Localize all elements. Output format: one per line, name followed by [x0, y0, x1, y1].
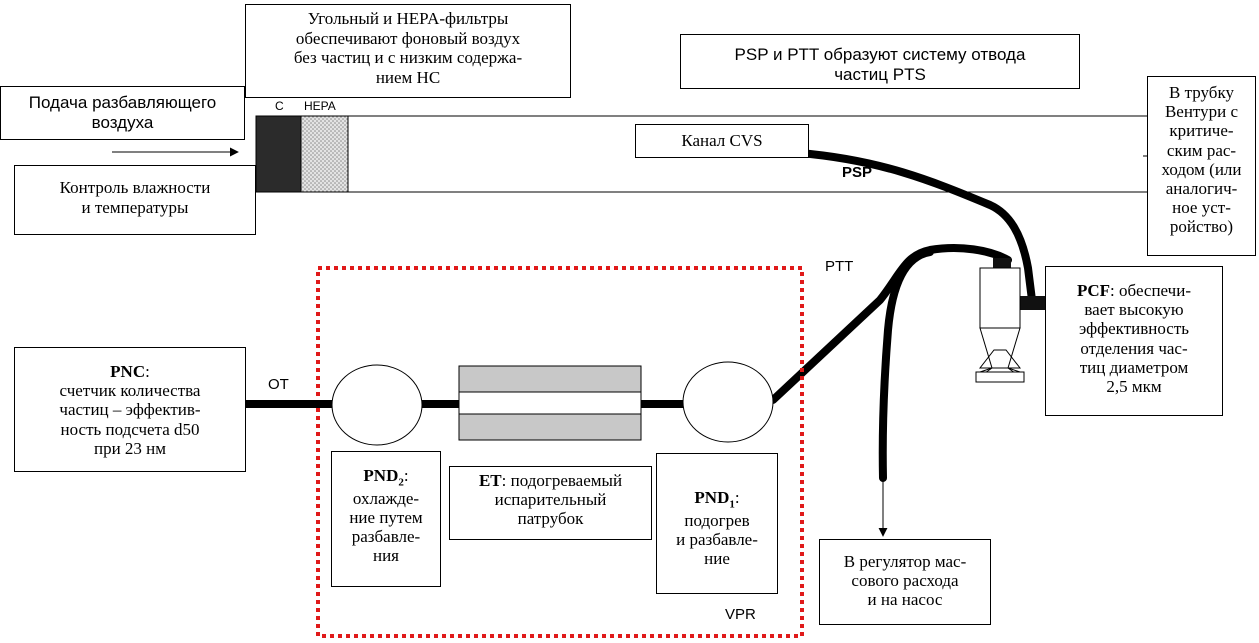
venturi-line: ное уст- [1172, 198, 1231, 218]
pcf-line: : обеспечи- [1110, 281, 1191, 300]
et-tube-middle [458, 391, 642, 415]
ptt-label: PTT [825, 258, 854, 275]
dilution-air-label: Подача разбавляющего воздуха [0, 86, 245, 140]
pcf-line: вает высокую [1084, 300, 1184, 320]
regulator-line: и на насос [867, 590, 943, 610]
pnd1-name: PND [694, 488, 730, 507]
vpr-label: VPR [725, 606, 756, 623]
pnd1-label: PND1: подогрев и разбавле- ние [656, 453, 778, 594]
carbon-filter-label: C [275, 99, 284, 113]
pnd2-line: : [403, 466, 409, 485]
regulator-pipe [878, 248, 934, 482]
venturi-line: ходом (или [1161, 159, 1242, 179]
pnd2-subscript: 2 [398, 476, 404, 489]
pts-note-line: частиц PTS [834, 64, 926, 84]
pnd1-line: и разбавле- [676, 529, 758, 549]
filters-note-line: нием HC [375, 67, 441, 87]
pnd2-label: PND2: охлажде- ние путем разбавле- ния [331, 451, 441, 587]
pnd1-line: : [734, 488, 740, 507]
pnd2-line: разбавле- [351, 526, 421, 546]
pcf-cyclone [975, 258, 1050, 383]
et-name: ET [478, 471, 502, 490]
filters-note-line: обеспечивают фоновый воздух [295, 28, 521, 48]
pnc-line: при 23 нм [93, 438, 167, 458]
et-tube-top [458, 365, 642, 393]
carbon-filter [255, 115, 302, 193]
hepa-filter-label: HEPA [304, 99, 336, 113]
filters-note-line: без частиц и с низким содержа- [293, 48, 523, 68]
venturi-line: ройство) [1169, 217, 1234, 237]
pnc-name: PNC [110, 362, 146, 381]
regulator-label: В регулятор мас- сового расхода и на нас… [819, 539, 991, 625]
venturi-line: В трубку [1169, 83, 1234, 102]
pnd2-line: ния [372, 545, 399, 565]
venturi-line: критиче- [1169, 121, 1234, 141]
et-label: ET: подогреваемый испарительный патрубок [449, 466, 652, 540]
dilution-air-line: Подача разбавляющего [28, 93, 217, 112]
pnd2-name: PND [363, 466, 399, 485]
humidity-line: и температуры [81, 197, 189, 217]
filters-note-line: Угольный и HEPA-фильтры [307, 9, 509, 28]
psp-label: PSP [842, 164, 873, 181]
pnd1-diluter [682, 361, 774, 443]
pcf-line: тиц диаметром [1079, 357, 1189, 377]
filters-note: Угольный и HEPA-фильтры обеспечивают фон… [245, 4, 571, 98]
venturi-line: Вентури с [1164, 102, 1239, 122]
pnd2-diluter [331, 364, 423, 446]
pts-note: PSP и PTT образуют систему отвода частиц… [680, 34, 1080, 89]
pnc-line: счетчик количества [59, 381, 201, 401]
hepa-filter [300, 115, 349, 193]
et-line: патрубок [517, 509, 584, 529]
dilution-air-line: воздуха [91, 112, 154, 132]
pnd1-line: подогрев [684, 510, 750, 530]
pcf-name: PCF [1077, 281, 1111, 300]
pcf-line: отделения час- [1080, 338, 1188, 358]
ot-label: OT [268, 376, 289, 393]
venturi-line: аналогич- [1165, 179, 1238, 199]
et-tube-bottom [458, 413, 642, 441]
pcf-label: PCF: обеспечи- вает высокую эффективност… [1045, 266, 1223, 416]
pnd1-line: ние [704, 548, 730, 568]
et-line: испарительный [494, 490, 607, 510]
cvs-channel-label: Канал CVS [635, 124, 809, 158]
vpr-boundary [316, 266, 804, 638]
et-line: : подогреваемый [501, 471, 623, 490]
venturi-line: ским рас- [1166, 140, 1237, 160]
pnd2-line: ние путем [349, 507, 423, 527]
humidity-line: Контроль влажности [59, 178, 211, 197]
pnc-label: PNC: счетчик количества частиц – эффекти… [14, 347, 246, 472]
regulator-line: В регулятор мас- [843, 552, 967, 571]
pcf-line: 2,5 мкм [1106, 377, 1162, 397]
regulator-line: сового расхода [851, 571, 959, 591]
pnc-line: ность подсчета d50 [60, 419, 200, 439]
pnc-line: частиц – эффектив- [59, 400, 201, 420]
psp-pipe [796, 149, 1036, 304]
humidity-control-label: Контроль влажности и температуры [14, 165, 256, 235]
pnd1-subscript: 1 [729, 498, 735, 511]
pts-note-line: PSP и PTT образуют систему отвода [734, 45, 1026, 64]
pnc-line: : [145, 362, 150, 381]
pnd2-line: охлажде- [352, 488, 420, 508]
pcf-line: эффективность [1078, 319, 1189, 339]
venturi-label: В трубку Вентури с критиче- ским рас- хо… [1147, 76, 1256, 256]
